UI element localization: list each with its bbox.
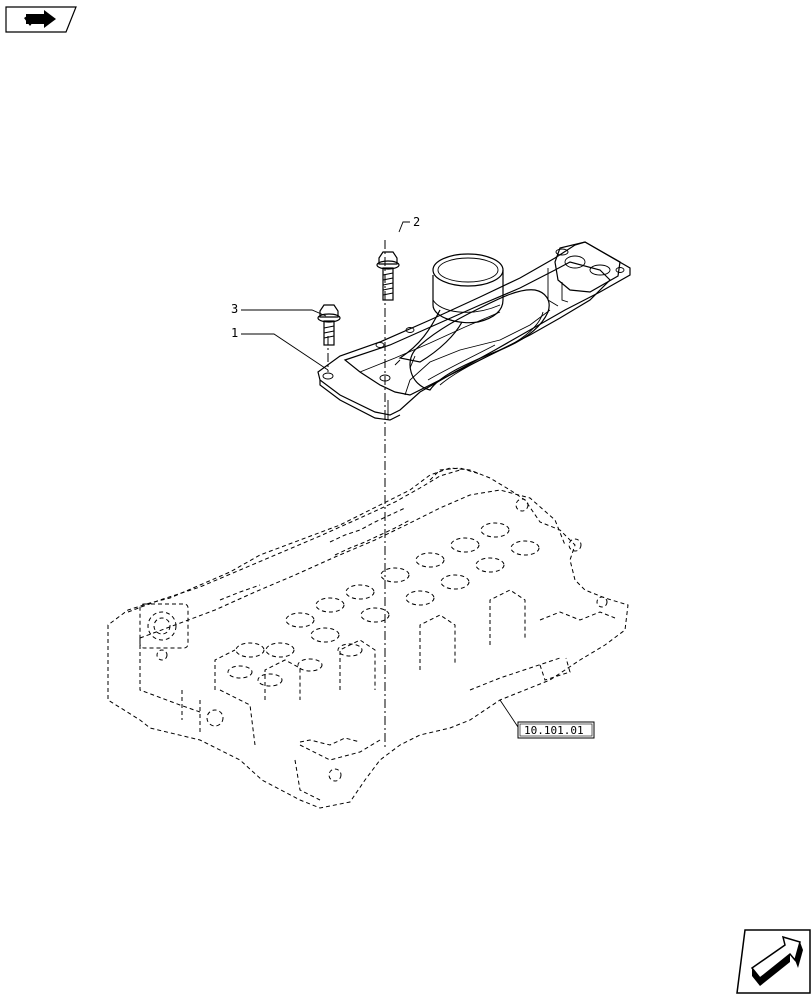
- breather-cap: [398, 253, 504, 363]
- book-arrow-icon[interactable]: [5, 6, 77, 33]
- bolt-3[interactable]: [317, 304, 341, 346]
- rear-boss: [547, 241, 621, 307]
- bolt-2[interactable]: [376, 251, 400, 301]
- valve-seats: [227, 522, 540, 687]
- reference-link[interactable]: 10.101.01: [517, 721, 595, 739]
- reference-label: 10.101.01: [524, 724, 584, 737]
- next-page-arrow-icon[interactable]: [736, 929, 811, 994]
- leader-lines: [241, 221, 532, 731]
- callout-1: 1: [231, 326, 238, 340]
- callout-3: 3: [231, 302, 238, 316]
- valve-cover[interactable]: [317, 241, 631, 421]
- cylinder-head-phantom: [107, 467, 629, 809]
- callout-2: 2: [413, 215, 420, 229]
